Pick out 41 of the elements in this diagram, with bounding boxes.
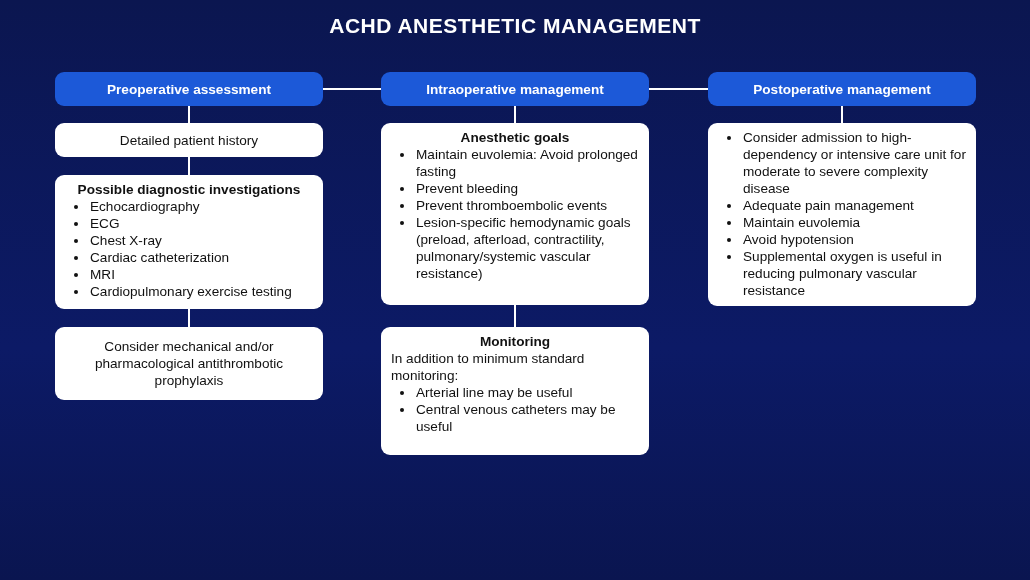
info-card [381,123,649,305]
connector-line [322,88,382,90]
stage-header: Postoperative management [708,72,976,106]
stage-header: Intraoperative management [381,72,649,106]
bullet-item: Avoid hypotension [718,231,966,248]
connector-line [188,156,190,176]
card-text: Consider mechanical and/or pharmacological antithrombotic prophylaxis [93,338,285,389]
bullet-item: MRI [65,266,313,283]
bullet-item: ECG [65,215,313,232]
bullet-item: Prevent thromboembolic events [391,197,639,214]
card-heading: Anesthetic goals [459,129,571,146]
bullet-item: Maintain euvolemia [718,214,966,231]
connector-line [188,105,190,124]
bullet-item: Cardiac catheterization [65,249,313,266]
connector-line [514,105,516,124]
card-text: In addition to minimum standard monitoring: [391,350,586,384]
bullet-item: Cardiopulmonary exercise testing [65,283,313,300]
info-card [708,123,976,306]
bullet-item: Central venous catheters may be useful [391,401,639,435]
info-card [381,327,649,455]
bullet-item: Maintain euvolemia: Avoid prolonged fasting [391,146,639,180]
connector-line [841,105,843,124]
bullet-item: Supplemental oxygen is useful in reducing pulmonary vascular resistance [718,248,966,299]
info-card [55,175,323,309]
card-heading: Possible diagnostic investigations [76,181,302,198]
bullet-item: Adequate pain management [718,197,966,214]
bullet-item: Prevent bleeding [391,180,639,197]
card-text: Detailed patient history [119,131,259,149]
info-card [55,327,323,400]
bullet-item: Lesion-specific hemodynamic goals (preload, afterload, contractility, pulmonary/systemic vascular resistance) [391,214,639,282]
connector-line [514,304,516,328]
connector-line [648,88,709,90]
diagram-title: ACHD ANESTHETIC MANAGEMENT [328,14,702,38]
bullet-item: Echocardiography [65,198,313,215]
stage-header: Preoperative assessment [55,72,323,106]
bullet-item: Arterial line may be useful [391,384,639,401]
bullet-item: Consider admission to high-dependency or intensive care unit for moderate to severe complexity disease [718,129,966,197]
info-card [55,123,323,157]
bullet-item: Chest X-ray [65,232,313,249]
card-heading: Monitoring [478,333,552,350]
connector-line [188,308,190,328]
